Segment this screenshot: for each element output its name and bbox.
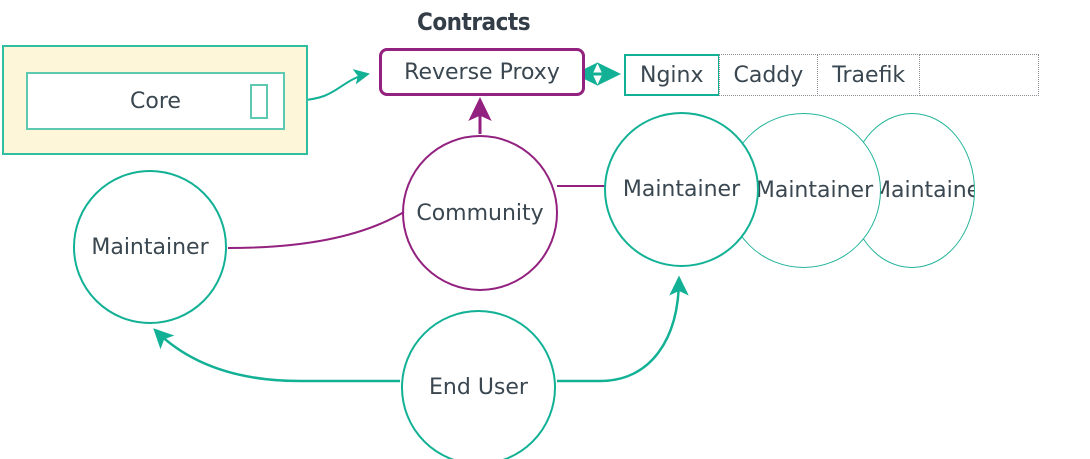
actor-community[interactable]: Community [402, 135, 558, 291]
contracts-title: Contracts [417, 8, 531, 36]
actor-maintainer-1-label: Maintainer [622, 177, 741, 202]
core-port-handle[interactable] [250, 84, 268, 119]
impl-cell-caddy-label: Caddy [733, 62, 804, 88]
impl-cell-traefik-label: Traefik [832, 62, 906, 88]
core-node[interactable]: Core [26, 72, 285, 130]
edge-end-user-to-maintainer-left [153, 328, 400, 383]
core-group-box: Core [2, 45, 308, 155]
implementation-row: Nginx Caddy Traefik [624, 54, 1040, 96]
actor-maintainer-3-label: Maintainer [872, 178, 974, 203]
edge-end-user-to-maintainer-1 [557, 275, 689, 383]
core-label: Core [130, 88, 181, 114]
reverse-proxy-node[interactable]: Reverse Proxy [379, 48, 585, 96]
impl-cell-nginx[interactable]: Nginx [624, 54, 720, 96]
actor-community-label: Community [416, 200, 544, 226]
actor-maintainer-left-label: Maintainer [91, 234, 209, 260]
actor-end-user-label: End User [429, 375, 528, 400]
actor-maintainer-2-label: Maintainer [755, 178, 874, 203]
edge-maintainer-left-to-community [227, 211, 405, 249]
impl-cell-traefik[interactable]: Traefik [817, 54, 921, 96]
reverse-proxy-label: Reverse Proxy [404, 59, 560, 85]
impl-cell-nginx-label: Nginx [640, 62, 704, 88]
impl-cell-empty[interactable] [919, 54, 1040, 96]
actor-end-user[interactable]: End User [401, 310, 556, 459]
actor-maintainer-left[interactable]: Maintainer [73, 170, 227, 324]
actor-maintainer-1[interactable]: Maintainer [604, 112, 759, 267]
impl-cell-caddy[interactable]: Caddy [718, 54, 819, 96]
